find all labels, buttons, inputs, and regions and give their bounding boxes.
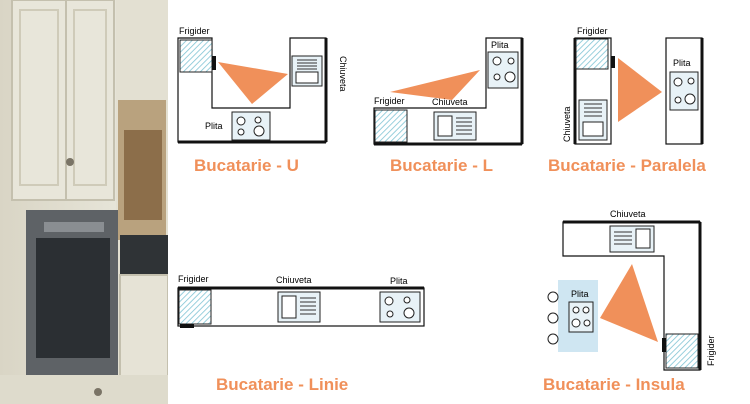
line-title: Bucatarie - Linie (216, 375, 348, 394)
u-stove-icon (231, 111, 271, 141)
l-sink-icon (433, 111, 477, 141)
island-title: Bucatarie - Insula (543, 375, 685, 394)
layout-island: Chiuveta Plita Frigider Bucatarie - Insu… (543, 209, 716, 394)
island-stove-icon (568, 301, 594, 333)
island-sink-icon (609, 225, 655, 253)
island-stove-label: Plita (571, 289, 589, 299)
island-work-triangle (600, 264, 658, 342)
layout-u: Frigider Plita Chiuveta Bucatarie - U (177, 26, 348, 175)
parallel-fridge-label: Frigider (577, 26, 608, 36)
layout-line: Frigider Chiuveta Plita Bucatarie - Lini… (177, 274, 425, 394)
l-fridge-label: Frigider (374, 96, 405, 106)
stool-icon (547, 291, 559, 303)
u-work-triangle (218, 62, 288, 104)
layout-parallel: Frigider Plita Chiuveta Bucatarie - Para… (548, 26, 706, 175)
parallel-title: Bucatarie - Paralela (548, 156, 706, 175)
line-sink-icon (277, 291, 321, 323)
l-title: Bucatarie - L (390, 156, 493, 175)
line-stove-icon (379, 291, 421, 323)
l-stove-icon (487, 51, 519, 89)
line-stove-label: Plita (390, 276, 408, 286)
kitchen-photo (0, 0, 168, 404)
island-sink-label: Chiuveta (610, 209, 646, 219)
stool-icon (547, 312, 559, 324)
stool-icon (547, 333, 559, 345)
u-title: Bucatarie - U (194, 156, 299, 175)
island-fridge-label: Frigider (706, 335, 716, 366)
parallel-stove-label: Plita (673, 58, 691, 68)
parallel-work-triangle (618, 58, 662, 122)
l-sink-label: Chiuveta (432, 97, 468, 107)
island-fridge-icon (665, 333, 699, 369)
layout-l: Plita Frigider Chiuveta Bucatarie - L (373, 37, 524, 175)
u-stove-label: Plita (205, 121, 223, 131)
parallel-sink-icon (578, 99, 608, 141)
u-sink-label: Chiuveta (338, 56, 348, 92)
parallel-sink-label: Chiuveta (562, 106, 572, 142)
line-fridge-icon (178, 289, 212, 325)
l-fridge-icon (374, 109, 408, 143)
line-sink-label: Chiuveta (276, 275, 312, 285)
u-fridge-icon (179, 39, 213, 73)
u-fridge-label: Frigider (179, 26, 210, 36)
line-fridge-label: Frigider (178, 274, 209, 284)
u-sink-icon (291, 55, 323, 87)
l-stove-label: Plita (491, 40, 509, 50)
parallel-stove-icon (669, 71, 699, 111)
l-work-triangle (390, 70, 480, 100)
parallel-fridge-icon (575, 38, 609, 70)
